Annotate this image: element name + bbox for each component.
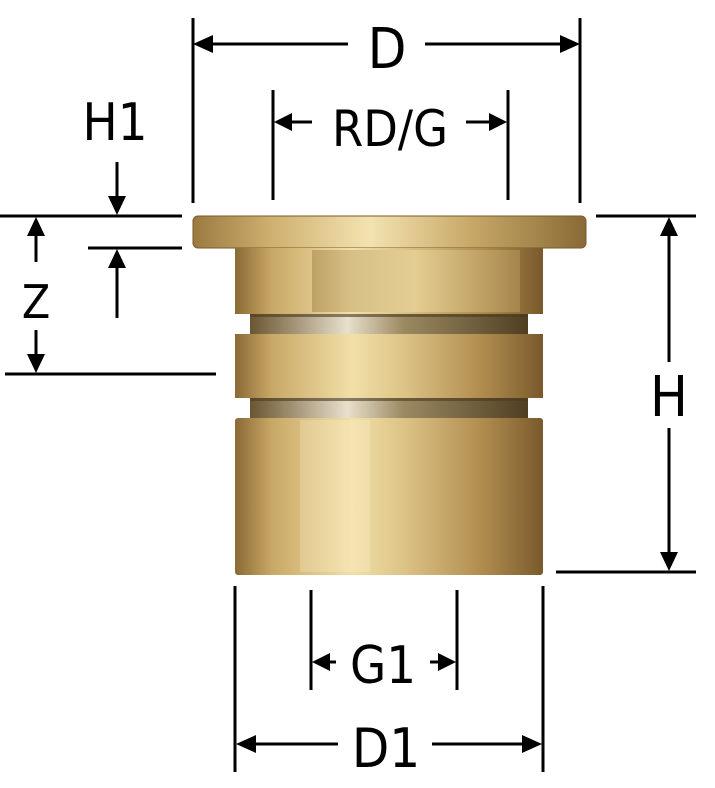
fitting-body	[192, 215, 587, 575]
d1-arrow-left	[236, 735, 256, 753]
arrowheads	[27, 35, 678, 753]
h1-arrow-down	[108, 196, 126, 215]
groove-lower	[250, 398, 528, 418]
groove-upper-edge	[250, 314, 528, 317]
hex-face	[312, 250, 520, 312]
label-d: D	[368, 17, 407, 82]
lower-sleeve-highlight	[300, 420, 370, 572]
flange	[192, 215, 587, 249]
g1-arrow-right	[438, 653, 456, 671]
h-arrow-up	[660, 217, 678, 236]
groove-lower-edge	[250, 398, 528, 401]
label-g1: G1	[350, 636, 416, 696]
z-arrow-up	[27, 217, 45, 236]
d-arrow-right	[560, 35, 580, 53]
h1-arrow-up	[108, 249, 126, 268]
d1-arrow-right	[522, 735, 542, 753]
groove-upper	[250, 314, 528, 334]
label-h: H	[650, 365, 688, 430]
g1-arrow-left	[312, 653, 330, 671]
lower-sleeve	[235, 418, 543, 575]
d-arrow-left	[193, 35, 213, 53]
label-z: Z	[22, 275, 50, 329]
z-arrow-down	[27, 354, 45, 373]
rdg-arrow-right	[489, 113, 507, 131]
label-d1: D1	[352, 717, 420, 780]
middle-ring	[235, 334, 543, 398]
h-arrow-down	[660, 552, 678, 571]
label-h1: H1	[83, 93, 148, 153]
rdg-arrow-left	[274, 113, 292, 131]
label-rd-g: RD/G	[332, 100, 448, 158]
